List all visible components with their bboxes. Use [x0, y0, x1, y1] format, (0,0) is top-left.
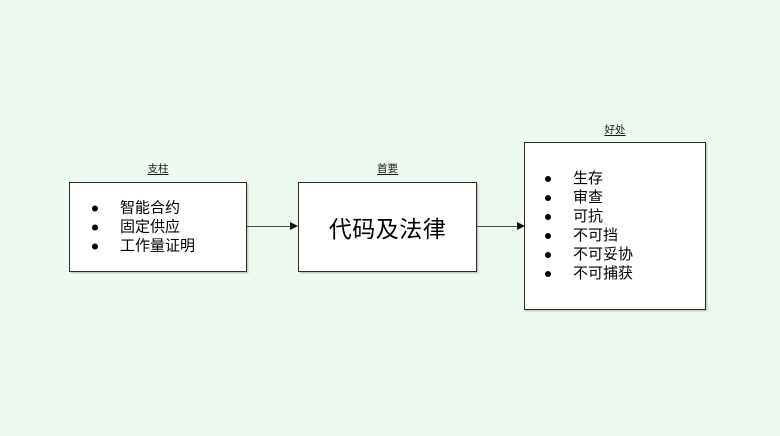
list-item: 不可捕获: [525, 264, 705, 283]
bullet-dot-icon: [545, 194, 551, 201]
bullet-dot-icon: [545, 175, 551, 182]
connector-pillars-to-primary: [247, 226, 291, 228]
bullet-dot-icon: [545, 270, 551, 277]
list-item-label: 智能合约: [120, 199, 181, 217]
benefits-list: 生存 审查 可抗 不可挡 不可妥协 不可捕获: [525, 169, 705, 283]
bullet-dot-icon: [545, 213, 551, 220]
node-primary[interactable]: 代码及法律: [298, 182, 477, 272]
node-caption-pillars: 支柱: [147, 163, 169, 175]
list-item-label: 不可妥协: [573, 246, 634, 263]
pillars-list: 智能合约 固定供应 工作量证明: [70, 199, 246, 256]
list-item: 可抗: [525, 207, 705, 226]
arrowhead-icon: [517, 222, 525, 230]
list-item: 审查: [525, 188, 705, 207]
node-caption-primary: 首要: [377, 163, 398, 175]
connector-primary-to-benefits: [477, 226, 518, 228]
arrowhead-icon: [290, 222, 298, 230]
list-item: 固定供应: [70, 218, 246, 237]
list-item-label: 不可挡: [573, 227, 619, 244]
node-pillars[interactable]: 智能合约 固定供应 工作量证明: [69, 182, 247, 272]
list-item: 不可妥协: [525, 245, 705, 264]
list-item: 生存: [525, 169, 705, 188]
bullet-dot-icon: [92, 243, 98, 249]
list-item-label: 生存: [573, 170, 604, 187]
list-item-label: 不可捕获: [573, 265, 634, 282]
node-benefits[interactable]: 生存 审查 可抗 不可挡 不可妥协 不可捕获: [524, 142, 706, 310]
list-item-label: 审查: [573, 189, 604, 206]
bullet-dot-icon: [92, 224, 98, 230]
list-item-label: 工作量证明: [120, 237, 196, 255]
list-item-label: 固定供应: [120, 218, 181, 236]
bullet-dot-icon: [545, 232, 551, 239]
list-item: 不可挡: [525, 226, 705, 245]
bullet-dot-icon: [92, 205, 98, 211]
node-caption-benefits: 好处: [604, 124, 626, 136]
list-item: 工作量证明: [70, 237, 246, 256]
list-item-label: 可抗: [573, 208, 604, 225]
bullet-dot-icon: [545, 251, 551, 258]
list-item: 智能合约: [70, 199, 246, 218]
node-primary-label: 代码及法律: [328, 216, 447, 242]
